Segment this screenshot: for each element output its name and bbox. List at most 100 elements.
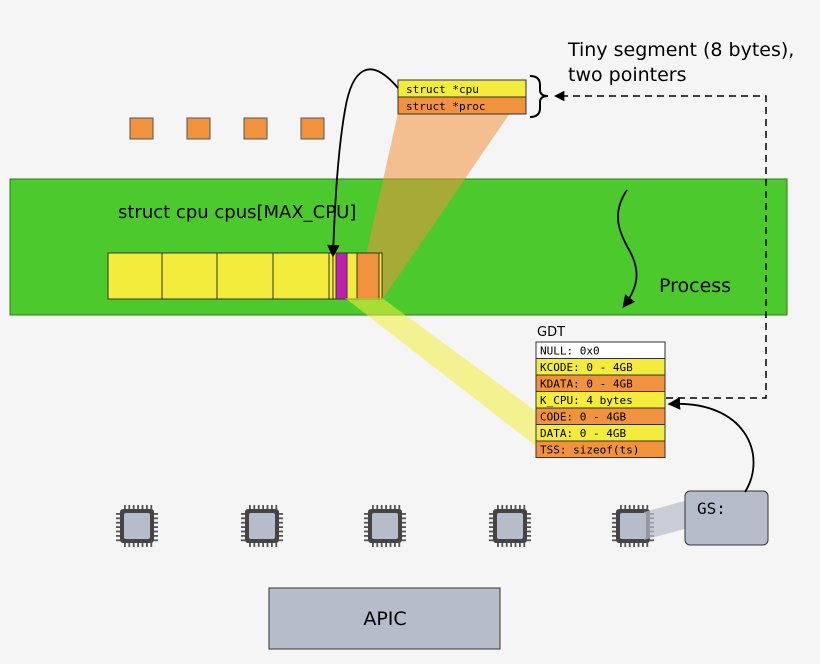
cpu-pin	[128, 505, 131, 509]
cpu-pin	[380, 505, 383, 509]
cpus-array-label: struct cpu cpus[MAX_CPU]	[118, 202, 356, 223]
cpu-pin	[637, 505, 640, 509]
cpu-pin	[497, 543, 499, 547]
cpu-pin	[154, 513, 158, 515]
cpu-pin	[150, 505, 153, 509]
gs-arrow	[667, 397, 755, 493]
cpu-pin	[275, 543, 278, 547]
cpu-field-cell	[356, 252, 380, 300]
cpu-pin	[489, 530, 493, 533]
gdt-title: GDT	[537, 325, 565, 340]
cpu-pin	[402, 526, 406, 528]
cpu-pin	[527, 521, 531, 524]
cpu-pin	[241, 526, 245, 528]
cpu-pin	[150, 543, 153, 547]
cpu-struct-cell	[272, 252, 330, 300]
segment-field-proc-text: struct *proc	[406, 100, 485, 113]
cpu-pin	[612, 521, 616, 524]
cpu-chip-icon	[364, 505, 406, 547]
cpu-field-cell	[335, 252, 348, 300]
cpu-pin	[154, 521, 158, 524]
apic-label: APIC	[363, 608, 406, 630]
cpu-die	[497, 513, 523, 539]
cpu-pin	[266, 505, 269, 509]
cpu-pin	[646, 505, 649, 509]
cpu-pin	[137, 505, 139, 509]
cpu-row	[116, 505, 654, 547]
segment-caption-line1: Tiny segment (8 bytes),	[567, 39, 794, 61]
cpu-pin	[489, 526, 493, 528]
cpu-pin	[154, 535, 158, 537]
cpu-pin	[510, 505, 512, 509]
orange-square-icon	[186, 117, 211, 140]
process-label: Process	[659, 275, 731, 297]
cpu-struct-cell	[107, 252, 163, 300]
cpu-pin	[514, 505, 517, 509]
cpu-pin	[116, 517, 120, 520]
cpu-pin	[116, 526, 120, 528]
cpu-pin	[364, 530, 368, 533]
cpu-pin	[380, 543, 383, 547]
cpu-pin	[646, 543, 649, 547]
cpu-pin	[620, 505, 622, 509]
cpu-pin	[497, 505, 499, 509]
cpu-pin	[253, 505, 256, 509]
cpu-pin	[519, 543, 521, 547]
cpu-pin	[154, 530, 158, 533]
cpu-pin	[262, 505, 264, 509]
cpu-pin	[271, 543, 273, 547]
cpu-pin	[275, 505, 278, 509]
gdt-entry-text: KDATA: 0 - 4GB	[540, 378, 633, 391]
cpu-pin	[141, 505, 144, 509]
cpu-pin	[279, 539, 283, 542]
cpu-pin	[624, 505, 627, 509]
cpu-pin	[137, 543, 139, 547]
cpu-pin	[489, 539, 493, 542]
cpu-chip-icon	[489, 505, 531, 547]
cpu-pin	[116, 513, 120, 515]
cpu-pin	[124, 505, 126, 509]
gdt-entry-text: KCODE: 0 - 4GB	[540, 361, 633, 374]
cpu-pin	[628, 505, 631, 509]
cpu-pin	[385, 505, 387, 509]
cpu-pin	[124, 543, 126, 547]
cpu-pin	[527, 526, 531, 528]
cpu-pin	[262, 543, 264, 547]
cpu-pin	[501, 543, 504, 547]
gdt-entry-text: K_CPU: 4 bytes	[540, 394, 633, 407]
cpu-pin	[376, 505, 379, 509]
cpu-pin	[249, 543, 251, 547]
cpu-pin	[642, 543, 644, 547]
segment-brace	[529, 75, 549, 118]
cpu-pin	[257, 505, 260, 509]
gdt-entry-text: TSS: sizeof(ts)	[540, 444, 639, 457]
cpu-pin	[514, 543, 517, 547]
segment-field-cpu-text: struct *cpu	[406, 83, 479, 96]
segment-projection	[356, 113, 510, 300]
cpu-die	[249, 513, 275, 539]
segment-field-proc	[397, 96, 527, 115]
cpu-pin	[519, 505, 521, 509]
cpu-pin	[402, 535, 406, 537]
small-squares-row	[129, 117, 325, 140]
cpu-pin	[620, 543, 622, 547]
cpu-pin	[241, 535, 245, 537]
cpu-pin	[266, 543, 269, 547]
cpu-pin	[637, 543, 640, 547]
cpu-die	[372, 513, 398, 539]
cpu-pin	[527, 517, 531, 520]
cpu-pin	[501, 505, 504, 509]
cpu-pin	[128, 543, 131, 547]
cpu-pin	[132, 505, 135, 509]
cpu-pin	[372, 505, 374, 509]
cpu-pin	[154, 517, 158, 520]
cpu-pin	[364, 517, 368, 520]
cpu-pin	[389, 543, 392, 547]
gs-projection	[644, 500, 688, 540]
cpu-die	[620, 513, 646, 539]
cpu-pin	[154, 539, 158, 542]
cpu-chip-icon	[116, 505, 158, 547]
cpu-struct-cell	[161, 252, 218, 300]
